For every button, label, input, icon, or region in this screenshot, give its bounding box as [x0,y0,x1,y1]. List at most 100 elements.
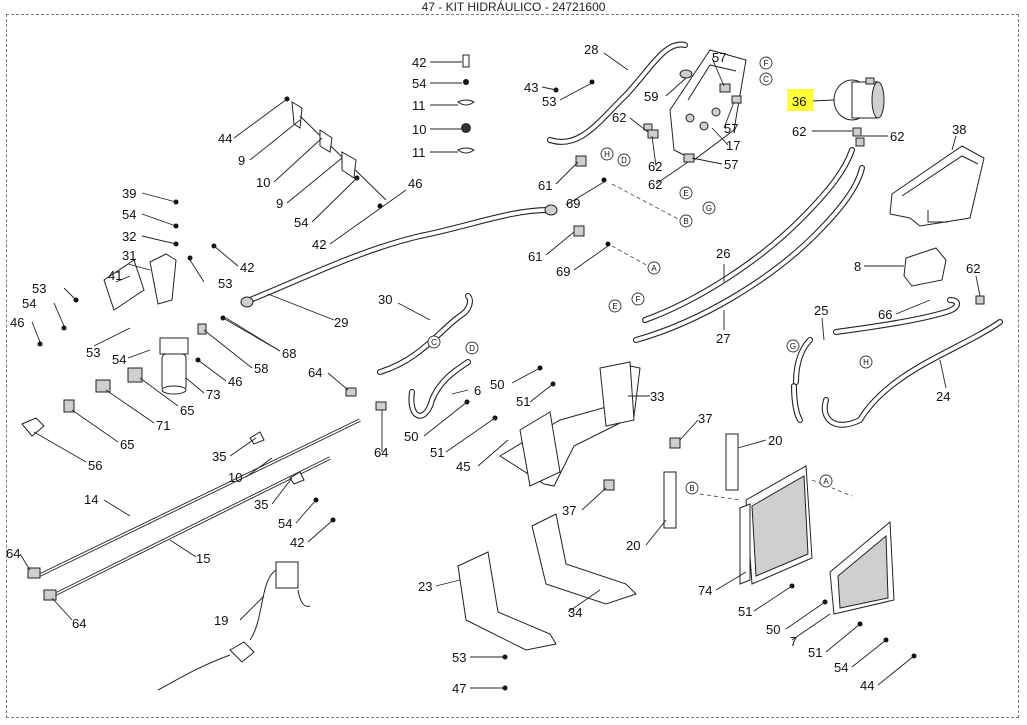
callout[interactable]: 62 [890,129,904,144]
callout[interactable]: 35 [254,497,268,512]
callout[interactable]: 64 [72,616,86,631]
callout[interactable]: 38 [952,122,966,137]
callout[interactable]: 54 [412,76,426,91]
callout[interactable]: 65 [120,437,134,452]
callout[interactable]: 9 [276,196,283,211]
callout[interactable]: 61 [538,178,552,193]
callout[interactable]: 20 [626,538,640,553]
marker-A-cooler: A [819,474,833,488]
callout[interactable]: 64 [6,546,20,561]
callout[interactable]: 20 [768,433,782,448]
callout[interactable]: 54 [22,296,36,311]
callout[interactable]: 73 [206,387,220,402]
connection-markers: F C H D E G B A F E C D G H B A [427,56,873,495]
callout[interactable]: 54 [122,207,136,222]
callout[interactable]: 53 [86,345,100,360]
callout[interactable]: 61 [528,249,542,264]
callout-36[interactable]: 36 [792,94,806,109]
callout[interactable]: 46 [408,176,422,191]
callout[interactable]: 53 [32,281,46,296]
callout[interactable]: 33 [650,389,664,404]
callout[interactable]: 54 [112,352,126,367]
callout[interactable]: 53 [452,650,466,665]
callout[interactable]: 7 [790,634,797,649]
callout[interactable]: 57 [724,121,738,136]
callout[interactable]: 39 [122,186,136,201]
callout[interactable]: 25 [814,303,828,318]
callout[interactable]: 56 [88,458,102,473]
callout[interactable]: 51 [808,645,822,660]
callout[interactable]: 69 [566,196,580,211]
callout[interactable]: 19 [214,613,228,628]
callout[interactable]: 34 [568,605,582,620]
callout[interactable]: 31 [122,248,136,263]
callout[interactable]: 37 [562,503,576,518]
callout[interactable]: 54 [278,516,292,531]
callout[interactable]: 54 [834,660,848,675]
callout[interactable]: 46 [10,315,24,330]
callout[interactable]: 29 [334,315,348,330]
callout[interactable]: 69 [556,264,570,279]
callout[interactable]: 42 [312,237,326,252]
callout[interactable]: 11 [412,98,426,113]
diagram-title: 47 - KIT HIDRÁULICO - 24721600 [421,0,606,14]
callout[interactable]: 64 [374,445,388,460]
callout[interactable]: 42 [240,260,254,275]
callout[interactable]: 62 [612,110,626,125]
callout[interactable]: 26 [716,246,730,261]
callout[interactable]: 10 [228,470,242,485]
callout[interactable]: 24 [936,389,950,404]
callout[interactable]: 37 [698,411,712,426]
callout[interactable]: 8 [854,259,861,274]
callout[interactable]: 9 [238,153,245,168]
callout[interactable]: 35 [212,449,226,464]
callout[interactable]: 62 [792,124,806,139]
callout[interactable]: 10 [412,122,426,137]
callout[interactable]: 50 [490,377,504,392]
callout[interactable]: 50 [766,622,780,637]
callout[interactable]: 42 [412,55,426,70]
callout[interactable]: 43 [524,80,538,95]
callout[interactable]: 51 [516,394,530,409]
callout[interactable]: 58 [254,361,268,376]
callout[interactable]: 15 [196,551,210,566]
callout[interactable]: 50 [404,429,418,444]
callout[interactable]: 59 [644,89,658,104]
callout[interactable]: 65 [180,403,194,418]
callout[interactable]: 62 [648,177,662,192]
callout[interactable]: 6 [474,383,481,398]
callout[interactable]: 10 [256,175,270,190]
callout[interactable]: 45 [456,459,470,474]
callout[interactable]: 74 [698,583,712,598]
callout[interactable]: 28 [584,42,598,57]
callout[interactable]: 32 [122,229,136,244]
callout[interactable]: 17 [726,138,740,153]
callout[interactable]: 30 [378,292,392,307]
callout[interactable]: 51 [430,445,444,460]
callout[interactable]: 53 [218,276,232,291]
callout[interactable]: 42 [290,535,304,550]
callout[interactable]: 62 [966,261,980,276]
callout[interactable]: 44 [218,131,232,146]
callout[interactable]: 64 [308,365,322,380]
callout[interactable]: 66 [878,307,892,322]
callout[interactable]: 27 [716,331,730,346]
callout[interactable]: 41 [108,268,122,283]
callout[interactable]: 62 [648,159,662,174]
callout[interactable]: 57 [724,157,738,172]
callout[interactable]: 23 [418,579,432,594]
callout[interactable]: 71 [156,418,170,433]
callout[interactable]: 54 [294,215,308,230]
svg-text:G: G [706,204,712,213]
callout[interactable]: 14 [84,492,98,507]
callout[interactable]: 44 [860,678,874,693]
callout[interactable]: 47 [452,681,466,696]
switch-19 [157,561,311,691]
marker-C-hose30: C [427,335,441,349]
callout[interactable]: 53 [542,94,556,109]
callout[interactable]: 57 [712,50,726,65]
callout[interactable]: 68 [282,346,296,361]
callout[interactable]: 11 [412,145,426,160]
callout[interactable]: 46 [228,374,242,389]
callout[interactable]: 51 [738,604,752,619]
